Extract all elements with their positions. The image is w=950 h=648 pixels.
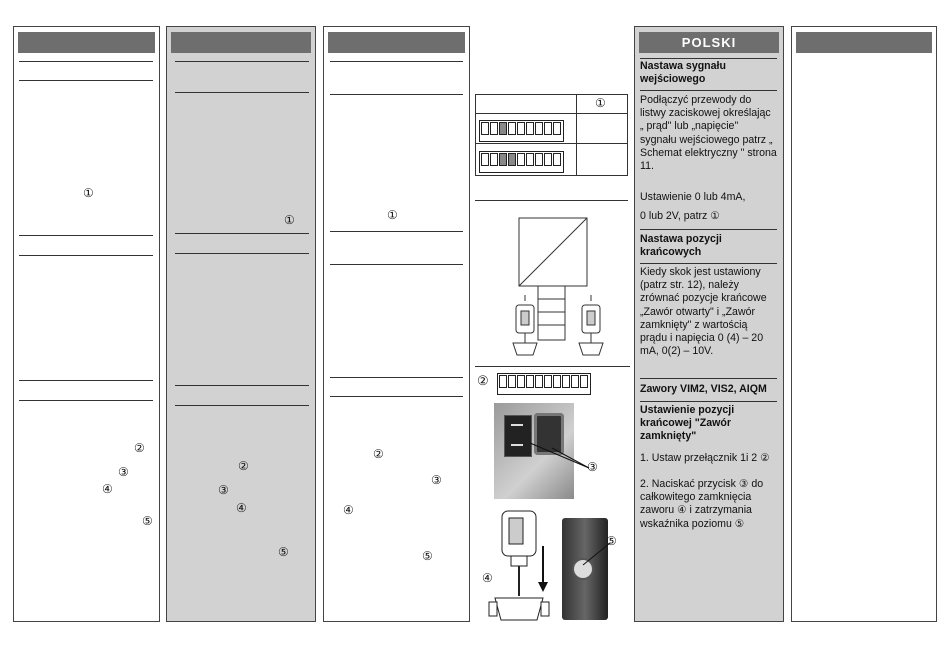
rule xyxy=(330,396,463,397)
marker-1: ① xyxy=(83,186,94,200)
marker-3: ③ xyxy=(118,465,129,479)
rule xyxy=(19,61,153,62)
rule xyxy=(475,200,628,201)
table-marker-1: ① xyxy=(595,96,606,110)
rule xyxy=(175,92,309,93)
section-title-input-signal: Nastawa sygnału wejściowego xyxy=(640,60,726,86)
figure-area: ① ② xyxy=(472,88,634,648)
figure-marker-4: ④ xyxy=(482,571,493,585)
rule xyxy=(175,385,309,386)
level-indicator-photo xyxy=(562,518,608,620)
step-2: 2. Naciskać przycisk ③ do całkowitego za… xyxy=(640,478,764,530)
dip-switch-row-1 xyxy=(479,120,564,142)
polski-column: POLSKI Nastawa sygnału wejściowego Podłą… xyxy=(634,26,784,622)
section-title-valves: Zawory VIM2, VIS2, AIQM xyxy=(640,383,767,395)
column-3: ① ② ③ ④ ⑤ xyxy=(323,26,470,622)
marker-3: ③ xyxy=(218,483,229,497)
marker-4: ④ xyxy=(343,503,354,517)
section-title-closed-position: Ustawienie pozycji krańcowej "Zawór zamk… xyxy=(640,404,735,443)
rule xyxy=(640,401,777,402)
actuator-valve-drawing xyxy=(488,510,550,621)
rule xyxy=(330,377,463,378)
marker-2: ② xyxy=(238,459,249,473)
column-6 xyxy=(791,26,937,622)
figure-marker-5: ⑤ xyxy=(606,534,617,548)
step-1: 1. Ustaw przełącznik 1i 2 ② xyxy=(640,452,770,464)
column-2-header xyxy=(171,32,311,53)
rule xyxy=(330,61,463,62)
dip-switch-row-2 xyxy=(479,151,564,173)
rule xyxy=(19,255,153,256)
indicator-pointer-line xyxy=(582,542,611,566)
rule xyxy=(640,229,777,230)
input-signal-setting: Ustawienie 0 lub 4mA, xyxy=(640,191,746,203)
marker-5: ⑤ xyxy=(142,514,153,528)
rule xyxy=(175,253,309,254)
range-diagram xyxy=(512,217,604,356)
rule xyxy=(19,235,153,236)
input-signal-paragraph: Podłączyć przewody do listwy zaciskowej … xyxy=(640,94,777,173)
input-signal-setting-ref: 0 lub 2V, patrz ① xyxy=(640,210,720,222)
column-1-header xyxy=(18,32,155,53)
figure-marker-3: ③ xyxy=(587,460,598,474)
rule xyxy=(330,264,463,265)
section-title-end-positions: Nastawa pozycji krańcowych xyxy=(640,233,722,259)
rule xyxy=(175,61,309,62)
figure-marker-2: ② xyxy=(477,373,489,388)
rule xyxy=(19,400,153,401)
marker-1: ① xyxy=(284,213,295,227)
column-1: ① ② ③ ④ ⑤ xyxy=(13,26,160,622)
marker-3: ③ xyxy=(431,473,442,487)
rule xyxy=(640,90,777,91)
marker-4: ④ xyxy=(102,482,113,496)
rule xyxy=(175,405,309,406)
rule xyxy=(175,233,309,234)
marker-5: ⑤ xyxy=(278,545,289,559)
column-6-header xyxy=(796,32,932,53)
rule xyxy=(475,366,630,367)
rule xyxy=(19,80,153,81)
marker-1: ① xyxy=(387,208,398,222)
rule xyxy=(330,231,463,232)
dip-switch-row-3 xyxy=(497,373,591,395)
end-positions-paragraph: Kiedy skok jest ustawiony (patrz str. 12… xyxy=(640,266,767,358)
column-2: ① ② ③ ④ ⑤ xyxy=(166,26,316,622)
rule xyxy=(19,380,153,381)
marker-4: ④ xyxy=(236,501,247,515)
rule xyxy=(640,378,777,379)
actuator-button-photo xyxy=(494,403,574,499)
marker-2: ② xyxy=(134,441,145,455)
dip-switch-table: ① xyxy=(475,94,628,176)
rule xyxy=(330,94,463,95)
polski-header: POLSKI xyxy=(639,32,779,53)
marker-2: ② xyxy=(373,447,384,461)
rule xyxy=(640,263,777,264)
rule xyxy=(640,58,777,59)
photo-pointer-lines xyxy=(529,442,590,469)
marker-5: ⑤ xyxy=(422,549,433,563)
column-3-header xyxy=(328,32,465,53)
